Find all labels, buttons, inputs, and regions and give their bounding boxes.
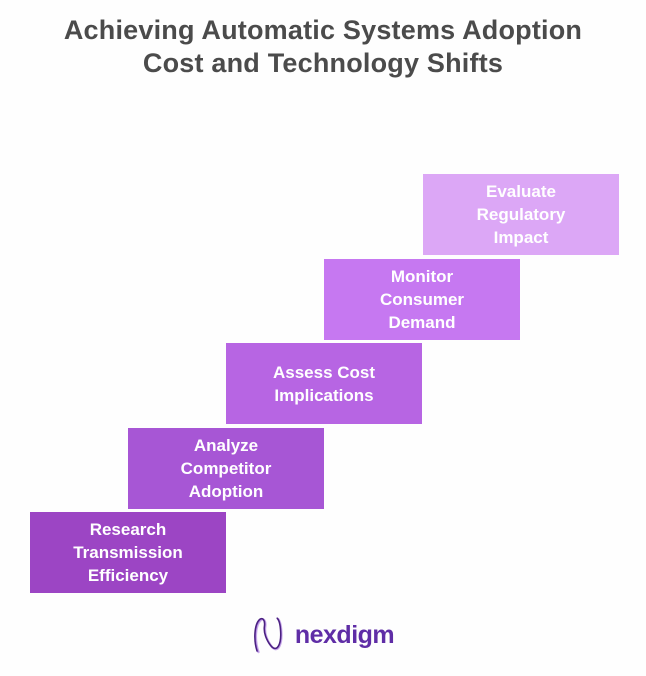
nexdigm-wave-n-icon [253,617,283,654]
step-assess-cost-implications: Assess Cost Implications [226,343,422,424]
nexdigm-logo: nexdigm [0,616,646,654]
page-title: Achieving Automatic Systems Adoption Cos… [63,15,583,78]
step-evaluate-regulatory-impact: Evaluate Regulatory Impact [423,174,619,255]
step-research-transmission-efficiency: Research Transmission Efficiency [30,512,226,593]
step-monitor-consumer-demand: Monitor Consumer Demand [324,259,520,340]
step-analyze-competitor-adoption: Analyze Competitor Adoption [128,428,324,509]
nexdigm-logo-text: nexdigm [294,620,395,649]
